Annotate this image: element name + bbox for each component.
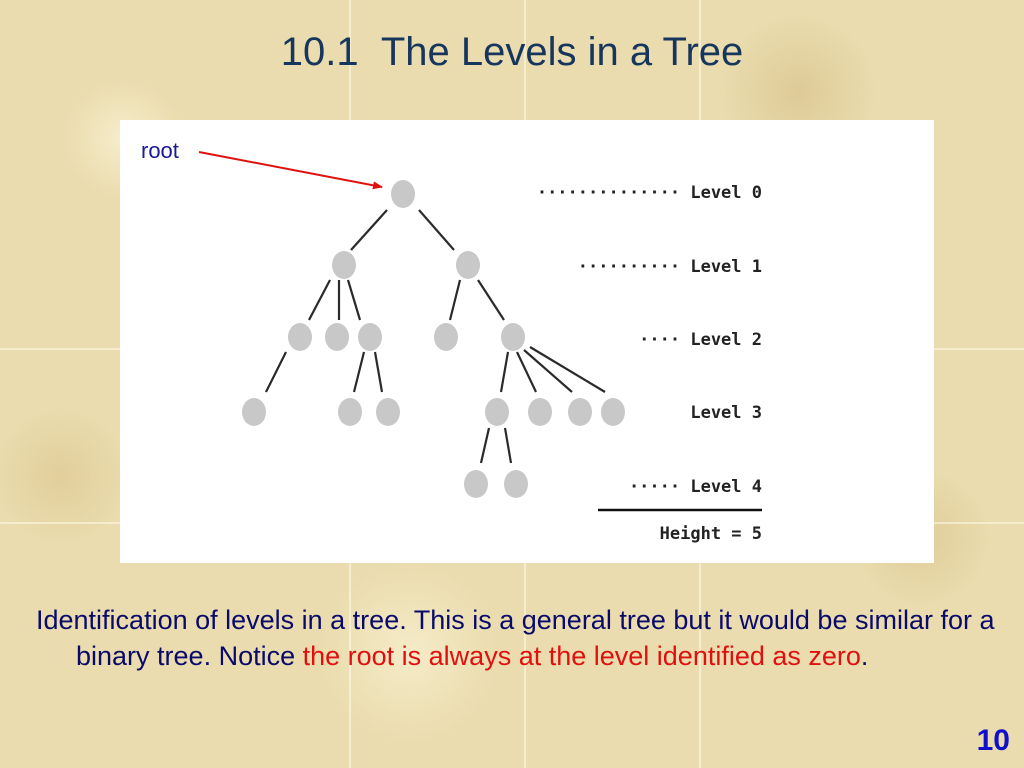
edge	[346, 279, 362, 321]
level-label-0: ·············· Level 0	[537, 183, 762, 203]
tree-node	[501, 323, 525, 351]
caption-text: Identification of levels in a tree. This…	[36, 605, 995, 671]
tree-node	[456, 251, 480, 279]
tree-node	[358, 323, 382, 351]
height-label: Height = 5	[660, 524, 762, 544]
tree-node-root	[391, 180, 415, 208]
caption: Identification of levels in a tree. This…	[36, 602, 1024, 674]
tree-node	[332, 251, 356, 279]
tree-node	[338, 398, 362, 426]
edge	[477, 279, 505, 321]
page-number: 10	[976, 724, 1010, 757]
tree-node	[568, 398, 592, 426]
tree-node	[434, 323, 458, 351]
level-label-2: ···· Level 2	[639, 330, 762, 350]
caption-highlight: the root is always at the level identifi…	[302, 641, 861, 671]
edge	[516, 351, 537, 393]
edge	[418, 209, 455, 251]
edge	[448, 279, 462, 321]
edge	[479, 427, 491, 464]
tree-figure: ·············· Level 0 ·········· Level …	[120, 120, 934, 563]
edge	[503, 427, 513, 464]
tree-node	[242, 398, 266, 426]
tree-node	[288, 323, 312, 351]
edge	[308, 279, 331, 321]
caption-end: .	[860, 641, 869, 671]
edge	[523, 349, 573, 393]
level-label-1: ·········· Level 1	[578, 257, 762, 277]
edge	[529, 346, 606, 393]
tree-node	[376, 398, 400, 426]
tree-diagram: ·············· Level 0 ·········· Level …	[198, 151, 762, 544]
slide-title: 10.1 The Levels in a Tree	[280, 30, 744, 74]
tree-edges	[265, 209, 606, 464]
tree-node	[485, 398, 509, 426]
tree-node	[464, 470, 488, 498]
root-arrow	[198, 151, 383, 190]
tree-node	[325, 323, 349, 351]
edge	[373, 351, 384, 393]
edge	[352, 351, 366, 393]
level-label-4: ····· Level 4	[629, 477, 762, 497]
edge	[350, 209, 388, 251]
level-label-3: Level 3	[690, 403, 762, 423]
edge	[499, 351, 510, 393]
tree-node	[504, 470, 528, 498]
tree-node	[601, 398, 625, 426]
tree-nodes	[242, 180, 625, 498]
edge	[265, 351, 287, 393]
root-label: root	[141, 138, 179, 163]
tree-node	[528, 398, 552, 426]
